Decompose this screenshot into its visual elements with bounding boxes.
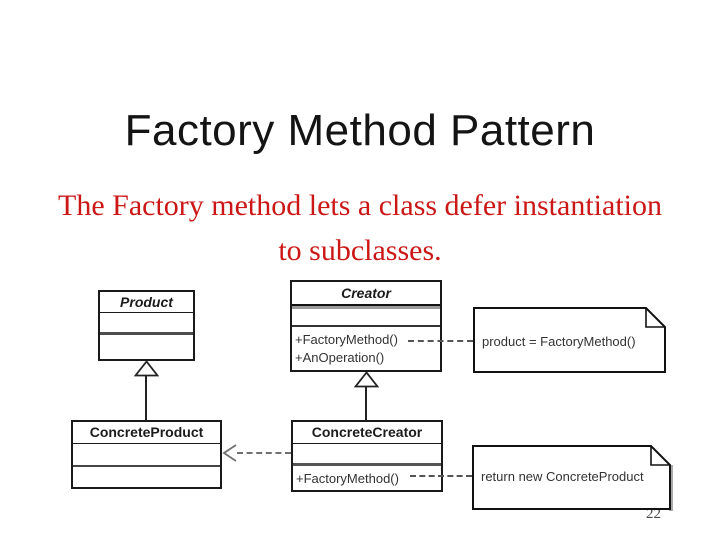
class-name-concreteproduct: ConcreteProduct xyxy=(73,422,220,444)
class-box-product: Product xyxy=(98,290,195,361)
class-name-product: Product xyxy=(100,292,193,313)
subtitle-line-2: to subclasses. xyxy=(278,234,442,267)
slide-subtitle: The Factory method lets a class defer in… xyxy=(10,183,710,273)
class-name-creator: Creator xyxy=(292,282,440,306)
methods-section-creator: +FactoryMethod() +AnOperation() xyxy=(292,327,440,367)
method-factorymethod-concrete: +FactoryMethod() xyxy=(296,471,399,486)
inheritance-line-creator xyxy=(365,387,367,420)
subtitle-line-1: The Factory method lets a class defer in… xyxy=(58,189,662,222)
attributes-section-concretecreator xyxy=(293,444,441,466)
class-box-concreteproduct: ConcreteProduct xyxy=(71,420,222,489)
method-anoperation: +AnOperation() xyxy=(295,350,385,365)
methods-section-concretecreator: +FactoryMethod() xyxy=(293,466,441,487)
slide-title: Factory Method Pattern xyxy=(124,106,596,155)
method-factorymethod: +FactoryMethod() xyxy=(295,332,398,347)
class-name-concretecreator: ConcreteCreator xyxy=(293,422,441,444)
attributes-section-concreteproduct xyxy=(73,444,220,467)
note-anchor-line-concretecreator xyxy=(410,475,472,477)
inheritance-triangle-icon xyxy=(134,360,159,377)
class-box-concretecreator: ConcreteCreator +FactoryMethod() xyxy=(291,420,443,492)
inheritance-triangle-icon xyxy=(354,371,379,388)
uml-note-shape xyxy=(472,445,673,511)
inheritance-line-product xyxy=(145,376,147,420)
note-text-concreteproduct: return new ConcreteProduct xyxy=(481,469,644,484)
attributes-section-creator xyxy=(292,306,440,327)
attributes-section-product xyxy=(100,313,193,335)
note-text-product: product = FactoryMethod() xyxy=(482,334,636,349)
class-box-creator: Creator +FactoryMethod() +AnOperation() xyxy=(290,280,442,372)
uml-note-shape xyxy=(473,307,666,373)
note-anchor-line-creator xyxy=(408,340,473,342)
dependency-dashed-line xyxy=(237,452,291,454)
open-arrowhead-icon xyxy=(222,444,237,462)
